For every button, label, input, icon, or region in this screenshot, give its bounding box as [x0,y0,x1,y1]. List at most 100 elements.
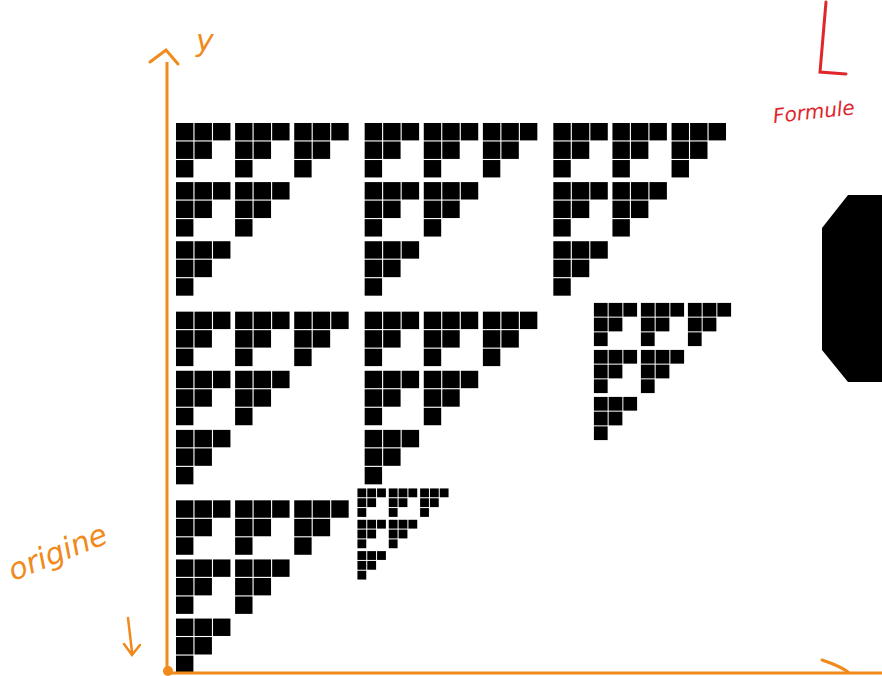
fractal-cell [461,312,478,329]
fractal-cell [357,508,366,517]
fractal-cell [483,160,500,177]
y-axis [166,62,169,672]
fractal-cell [176,201,193,218]
origin-dot [163,666,173,676]
fractal-cell [294,160,311,177]
fractal-cell [365,389,382,406]
fractal-cell [520,312,537,329]
fractal-cell [294,537,311,554]
fractal-cell [383,330,400,347]
fractal-cell [442,330,459,347]
fractal-cell [612,123,629,140]
fractal-cell [377,488,386,497]
fractal-cell [383,201,400,218]
fractal-cell [365,330,382,347]
fractal-cell [703,318,717,332]
fractal-cell [594,318,608,332]
fractal-cell [176,500,193,517]
fractal-cell [313,312,330,329]
fractal-cell [690,142,707,159]
fractal-cell [631,123,648,140]
fractal-cell [501,312,518,329]
fractal-cell [357,520,366,529]
fractal-cell [656,350,670,364]
fractal-cell [235,500,252,517]
fractal-cell [572,241,589,258]
fractal-cell [623,397,637,411]
fractal-cell [572,142,589,159]
fractal-cell [690,123,707,140]
fractal-cell [594,397,608,411]
fractal-cell [357,561,366,570]
fractal-cell [672,142,689,159]
fractal-cell [213,619,230,636]
fractal-cell [176,519,193,536]
fractal-cell [572,201,589,218]
fractal-cell [294,330,311,347]
fractal-cell [442,142,459,159]
fractal-cell [294,142,311,159]
fractal-cell [195,241,212,258]
fractal-cell [461,182,478,199]
fractal-cell [612,160,629,177]
fractal-cell [254,201,271,218]
fractal-cell [213,559,230,576]
fractal-cell [553,201,570,218]
fractal-cell [399,520,408,529]
fractal-cell [553,219,570,236]
fractal-cell [176,637,193,654]
fractal-cell [195,389,212,406]
fractal-cell [420,488,429,497]
fractal-cell [235,330,252,347]
fractal-cell [213,312,230,329]
fractal-cell [594,365,608,379]
fractal-cell [383,123,400,140]
fractal-cell [176,537,193,554]
fractal-cell [670,350,684,364]
fractal-cell [331,123,348,140]
fractal-cell [235,123,252,140]
fractal-cell [641,365,655,379]
fractal-cell [272,312,289,329]
fractal-cell [641,350,655,364]
fractal-cell [195,312,212,329]
fractal-cell [672,123,689,140]
fractal-cell [377,520,386,529]
fractal-cell [176,578,193,595]
fractal-cell [688,332,702,346]
fractal-cell [254,578,271,595]
fractal-cell [399,488,408,497]
fractal-cell [408,488,417,497]
fractal-cell [383,430,400,447]
fractal-cell [365,430,382,447]
fractal-cell [389,520,398,529]
fractal-cell [195,260,212,277]
fractal-cell [572,182,589,199]
fractal-cell [553,260,570,277]
fractal-cell [176,408,193,425]
fractal-cell [357,539,366,548]
formula-label: Formule [772,97,856,125]
fractal-cell [365,182,382,199]
fractal-cell [402,182,419,199]
fractal-cell [609,318,623,332]
fractal-cell [313,519,330,536]
fractal-cell [420,508,429,517]
fractal-cell [572,260,589,277]
fractal-cell [294,123,311,140]
fractal-cell [389,488,398,497]
fractal-cell [357,571,366,580]
fractal-cell [176,182,193,199]
fractal-cell [176,330,193,347]
fractal-cell [612,201,629,218]
fractal-cell [501,142,518,159]
fractal-cell [594,332,608,346]
fractal-cell [442,123,459,140]
fractal-cell [357,551,366,560]
fractal-cell [594,412,608,426]
fractal-cell [331,312,348,329]
fractal-cell [461,123,478,140]
fractal-cell [424,219,441,236]
fractal-cell [709,123,726,140]
